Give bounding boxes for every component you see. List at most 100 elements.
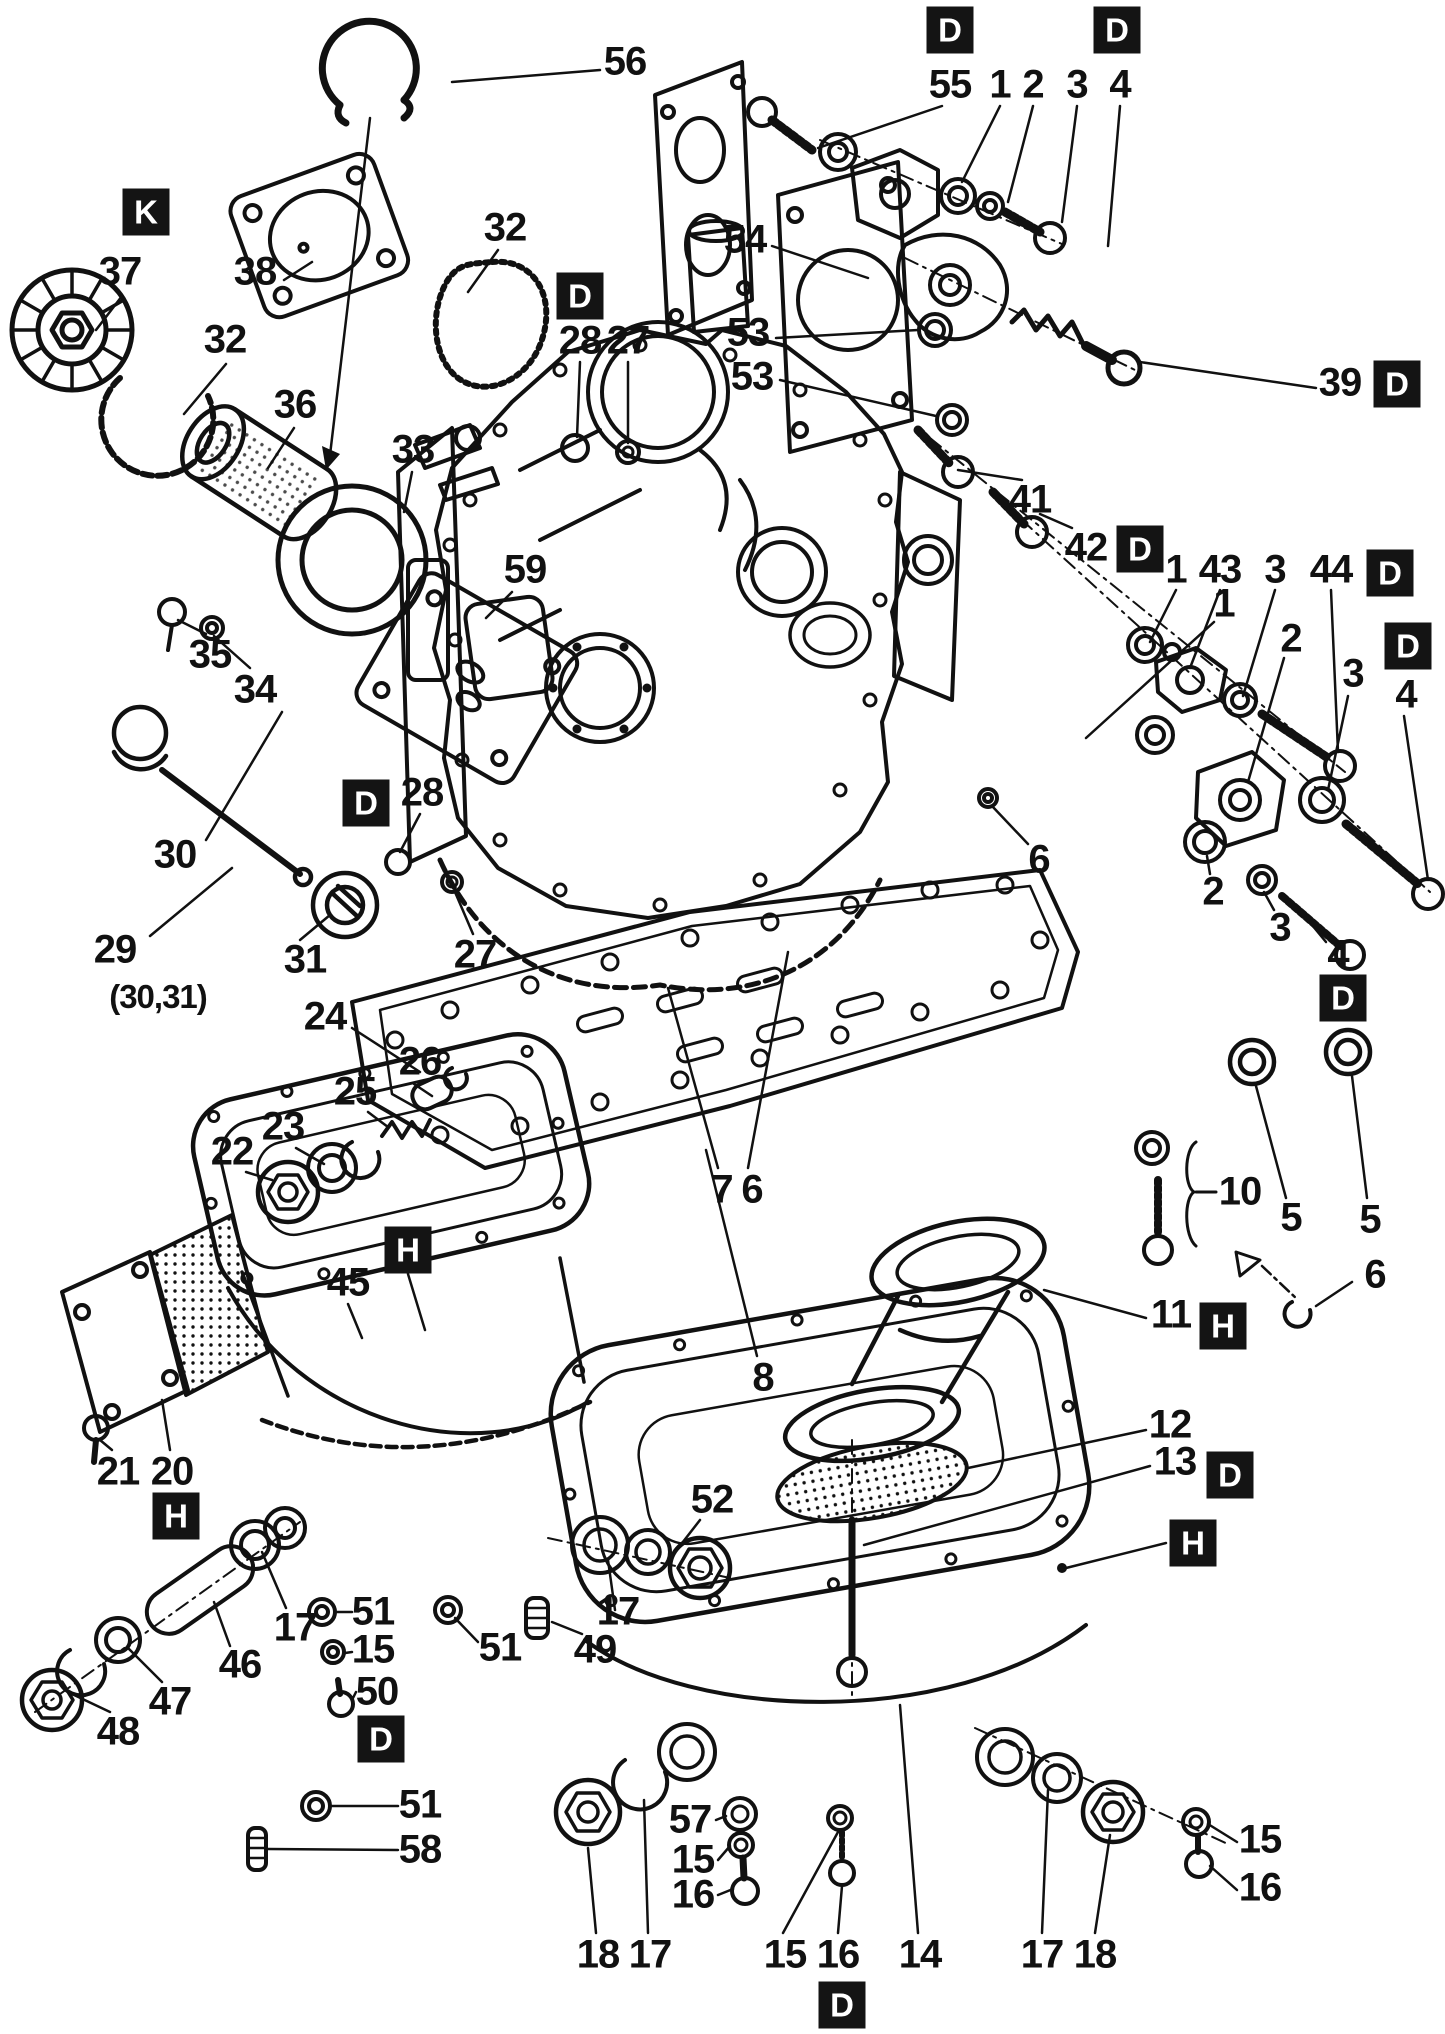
pan-gasket-bead [437, 857, 883, 993]
oil-pan-14 [548, 1275, 1231, 1906]
bolt-55 [746, 96, 817, 155]
leader-lines [70, 68, 1430, 1935]
section-ref-D: D [1319, 974, 1367, 1022]
part-callout-51: 51 [398, 1782, 442, 1827]
mount-family-right [929, 437, 1445, 971]
part-callout-45: 45 [326, 1260, 370, 1305]
part-callout-4: 4 [1109, 62, 1131, 107]
part-callout-50: 50 [355, 1669, 399, 1714]
bolt-group-10 [1134, 1130, 1218, 1266]
part-callout-17: 17 [596, 1589, 640, 1634]
dipstick-29-30-31 [111, 704, 380, 940]
part-callout-34: 34 [233, 667, 277, 712]
part-callout-24: 24 [303, 994, 347, 1039]
studs-washers-49-58 [246, 1595, 550, 1872]
section-ref-D: D [1373, 360, 1421, 408]
part-callout-20: 20 [150, 1449, 194, 1494]
part-callout-42: 42 [1064, 525, 1108, 570]
section-ref-D: D [1093, 6, 1141, 54]
part-callout-51: 51 [351, 1589, 395, 1634]
pump-plate-59 [354, 571, 580, 785]
part-callout-15: 15 [1238, 1817, 1282, 1862]
part-callout-2: 2 [1022, 62, 1044, 107]
part-callout-22: 22 [210, 1129, 254, 1174]
part-callout-27: 27 [453, 932, 497, 977]
part-callout-41: 41 [1008, 477, 1052, 522]
part-callout-49: 49 [573, 1627, 617, 1672]
clip-6-with-arrow [1234, 1250, 1313, 1329]
part-callout-28: 28 [400, 770, 444, 815]
section-ref-H: H [384, 1226, 432, 1274]
part-callout-1: 1 [1213, 581, 1235, 626]
part-callout-3: 3 [1342, 651, 1364, 696]
part-callout-3: 3 [1066, 62, 1088, 107]
water-pump-pulley-37 [9, 267, 135, 393]
section-ref-D: D [1366, 549, 1414, 597]
part-callout-2: 2 [1280, 616, 1302, 661]
part-callout-15: 15 [763, 1932, 807, 1977]
part-callout-33: 33 [391, 427, 435, 472]
part-callout-3031: (30,31) [109, 978, 208, 1015]
filter-element-36 [179, 404, 339, 542]
part-callout-31: 31 [283, 937, 327, 982]
part-callout-30: 30 [153, 832, 197, 877]
part-callout-36: 36 [273, 382, 317, 427]
section-ref-D: D [1116, 525, 1164, 573]
part-callout-3: 3 [1269, 905, 1291, 950]
part-callout-39: 39 [1318, 360, 1362, 405]
part-callout-5: 5 [1359, 1197, 1381, 1242]
front-cover-54 [653, 60, 754, 337]
part-callout-57: 57 [668, 1797, 712, 1842]
part-callout-13: 13 [1153, 1439, 1197, 1484]
part-callout-53: 53 [726, 310, 770, 355]
section-ref-D: D [926, 6, 974, 54]
part-callout-17: 17 [273, 1605, 317, 1650]
part-callout-28: 28 [558, 318, 602, 363]
o-ring-32 [98, 375, 217, 479]
section-ref-D: D [342, 779, 390, 827]
part-callout-12: 12 [1148, 1402, 1192, 1447]
part-callout-2: 2 [1202, 869, 1224, 914]
part-callout-43: 43 [1198, 547, 1242, 592]
part-callout-51: 51 [478, 1625, 522, 1670]
part-callout-29: 29 [93, 927, 137, 972]
part-callout-4: 4 [1395, 672, 1417, 717]
part-callout-16: 16 [671, 1872, 715, 1917]
part-callout-55: 55 [928, 62, 972, 107]
part-callout-48: 48 [96, 1709, 140, 1754]
cover-plate-20-21 [60, 1213, 270, 1465]
part-callout-26: 26 [398, 1039, 442, 1084]
part-callout-16: 16 [1238, 1865, 1282, 1910]
part-callout-27: 27 [606, 318, 650, 363]
part-callout-38: 38 [233, 249, 277, 294]
section-ref-D: D [556, 272, 604, 320]
part-callout-1: 1 [989, 62, 1011, 107]
part-callout-52: 52 [690, 1477, 734, 1522]
part-callout-56: 56 [603, 39, 647, 84]
part-callout-6: 6 [1364, 1252, 1386, 1297]
part-callout-15: 15 [671, 1837, 715, 1882]
section-ref-K: K [122, 188, 170, 236]
part-callout-54: 54 [723, 217, 767, 262]
part-callout-46: 46 [218, 1642, 262, 1687]
part-callout-8: 8 [752, 1355, 774, 1400]
section-ref-D: D [1384, 622, 1432, 670]
section-ref-D: D [818, 1981, 866, 2029]
part-callout-4: 4 [1327, 932, 1349, 977]
part-callout-15: 15 [351, 1627, 395, 1672]
engine-block [384, 219, 999, 920]
bolt-35-washer-34 [157, 597, 225, 652]
part-callout-10: 10 [1218, 1169, 1262, 1214]
part-callout-32: 32 [203, 317, 247, 362]
gasket-32-teardrop [432, 258, 550, 390]
spring-bolt-39 [904, 257, 1143, 387]
snap-ring-56 [318, 17, 420, 127]
section-ref-H: H [1199, 1302, 1247, 1350]
baffle-plate-8 [350, 868, 1080, 1170]
part-callout-11: 11 [1150, 1292, 1192, 1337]
part-callout-21: 21 [96, 1449, 140, 1494]
part-callout-53: 53 [730, 354, 774, 399]
part-callout-25: 25 [333, 1069, 377, 1114]
